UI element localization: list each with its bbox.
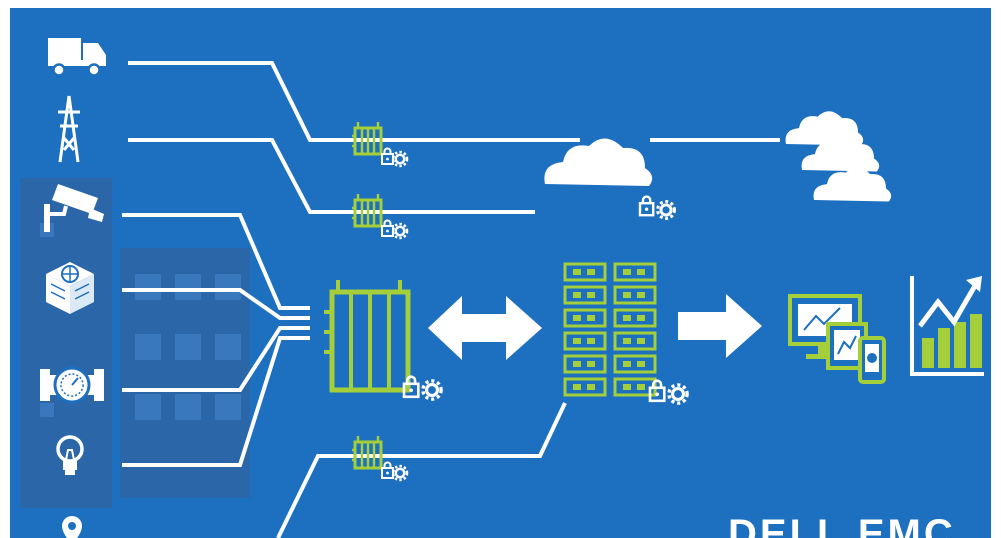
bidirectional-arrow-icon bbox=[428, 296, 542, 360]
settings-gear-icon bbox=[656, 200, 676, 220]
server-rack-icon bbox=[563, 262, 657, 397]
hvac-unit-icon bbox=[46, 262, 94, 314]
right-arrow-icon bbox=[678, 294, 762, 358]
settings-gear-icon bbox=[421, 379, 443, 401]
settings-gear-icon bbox=[667, 383, 689, 405]
settings-gear-icon bbox=[391, 222, 409, 240]
truck-icon bbox=[48, 38, 106, 77]
security-lock-icon bbox=[638, 195, 655, 217]
settings-gear-icon bbox=[391, 150, 409, 168]
light-bulb-icon bbox=[56, 435, 84, 475]
security-lock-icon bbox=[648, 379, 666, 403]
power-tower-icon bbox=[58, 95, 80, 163]
pressure-gauge-icon bbox=[40, 366, 104, 404]
settings-gear-icon bbox=[391, 464, 409, 482]
location-pin-icon bbox=[62, 516, 82, 538]
cloud-icon bbox=[544, 138, 653, 186]
multi-cloud-icon bbox=[785, 111, 892, 202]
security-lock-icon bbox=[381, 219, 394, 237]
security-lock-icon bbox=[381, 461, 394, 479]
connection-lines bbox=[122, 61, 780, 538]
security-camera-icon bbox=[44, 184, 104, 232]
security-lock-icon bbox=[381, 147, 394, 165]
edge-gateway-icon bbox=[324, 280, 411, 393]
iot-diagram: DELL EMC bbox=[10, 8, 991, 538]
edge-gateway-icon bbox=[350, 434, 383, 470]
growth-chart-icon bbox=[910, 276, 984, 376]
dell-emc-logo: DELL EMC bbox=[728, 512, 956, 538]
analytics-dashboard-icon bbox=[788, 294, 886, 384]
device-panel bbox=[20, 178, 250, 508]
